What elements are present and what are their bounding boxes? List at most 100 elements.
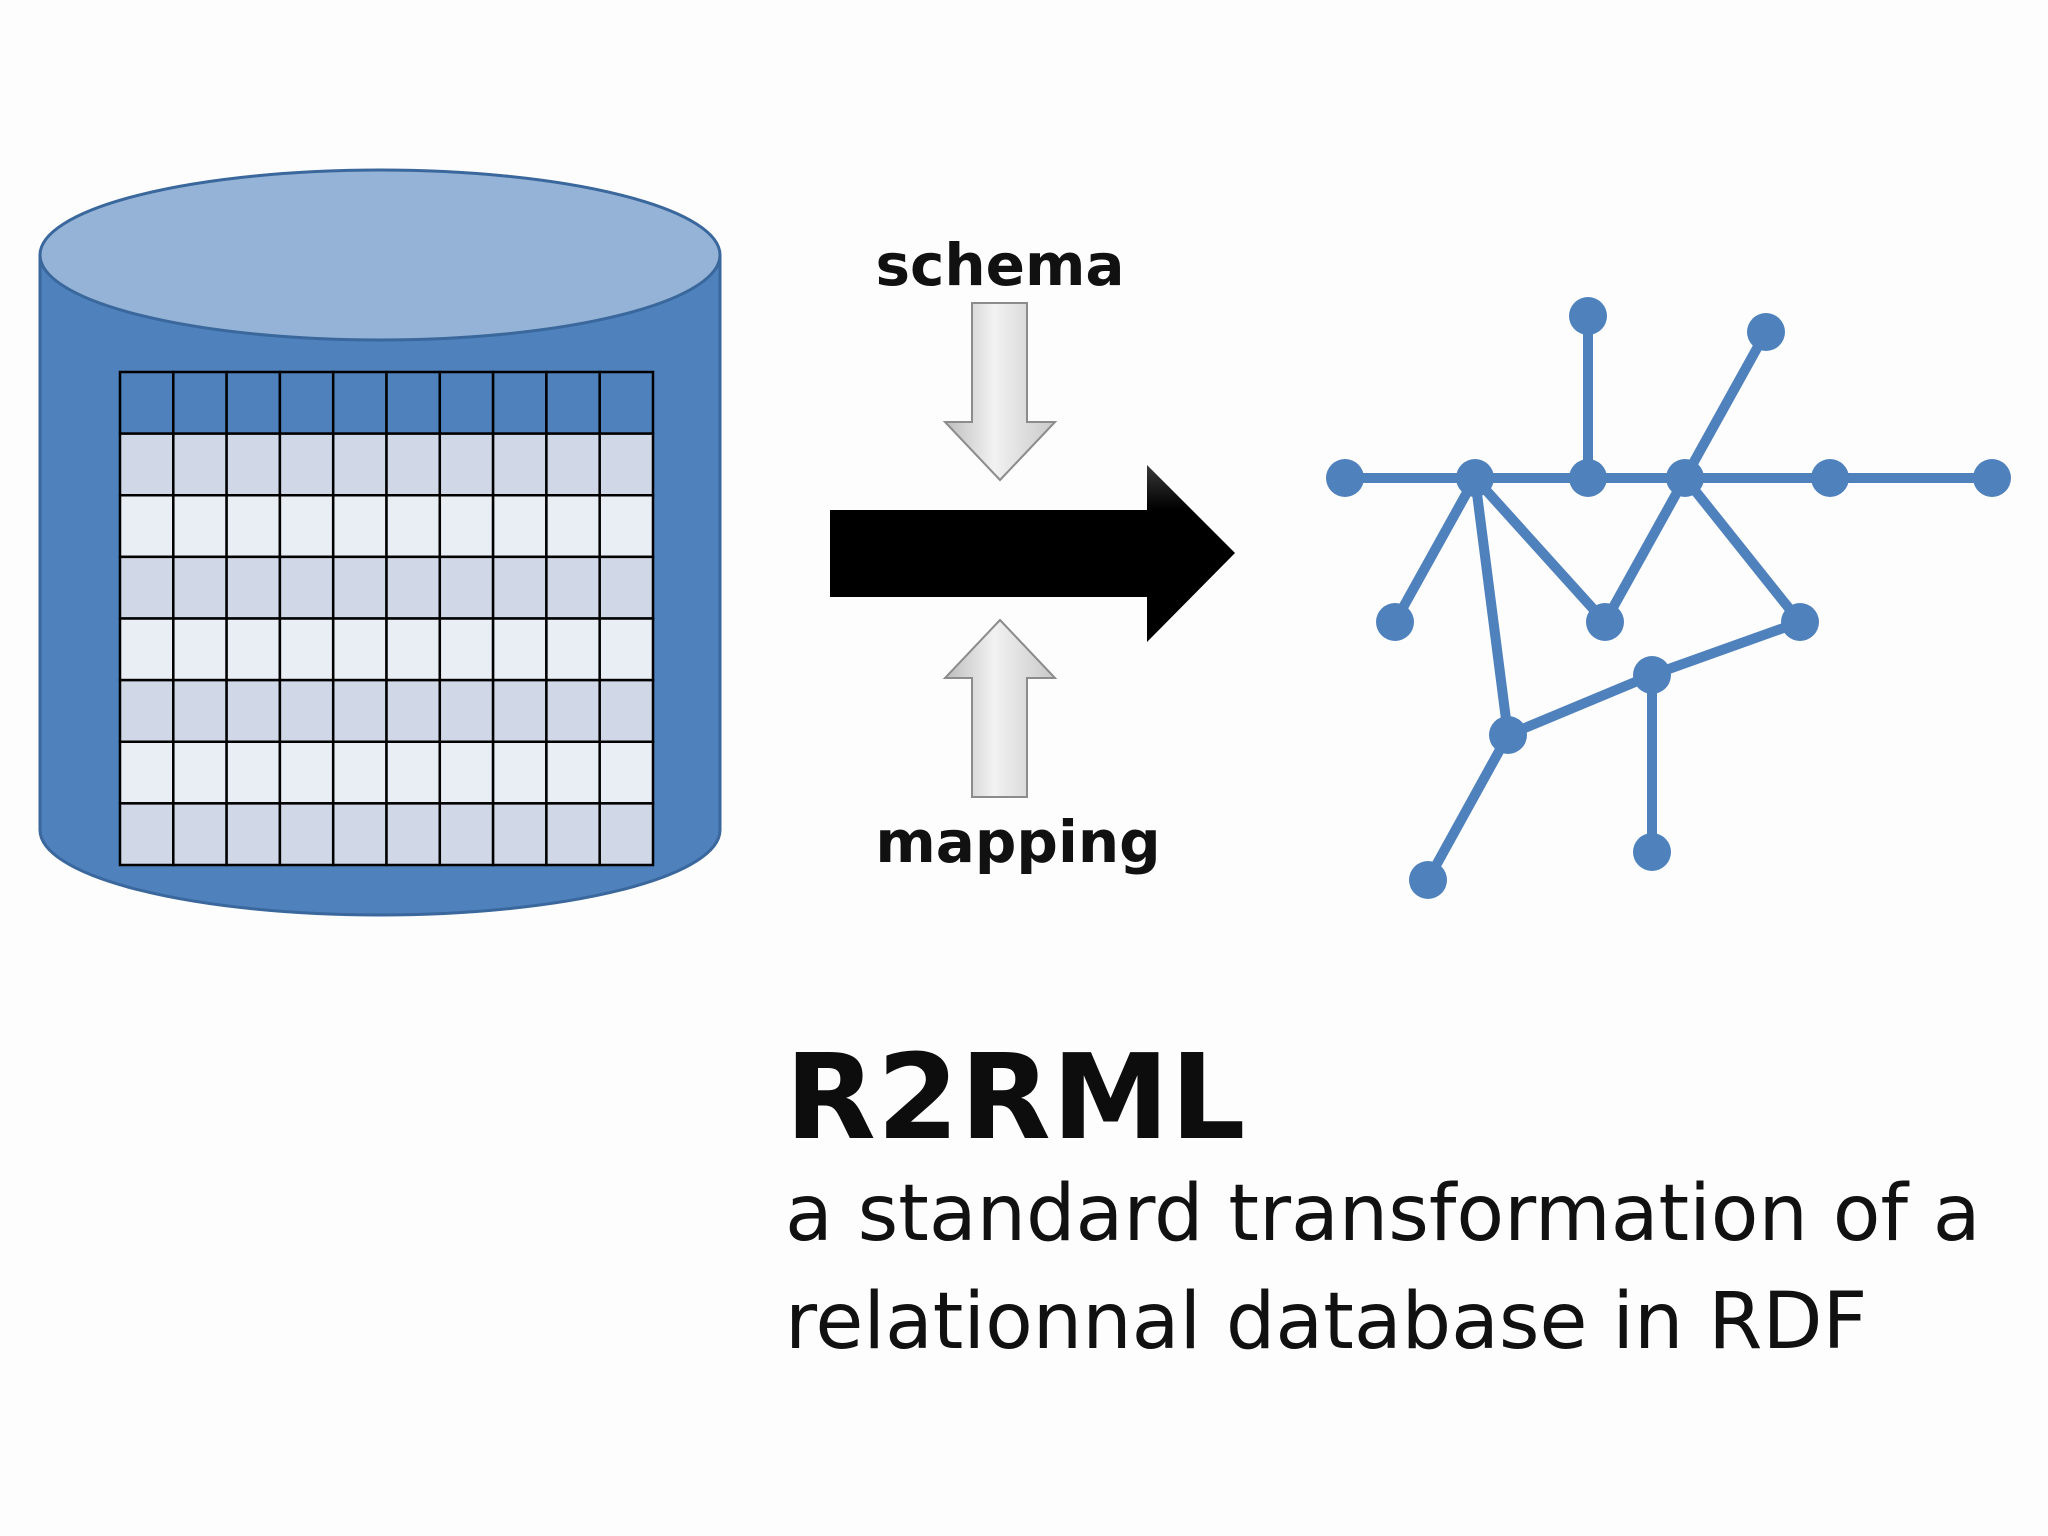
table-cell	[491, 555, 548, 620]
graph-node	[1489, 716, 1527, 754]
table-cell	[331, 555, 388, 620]
table-cell	[118, 802, 175, 867]
table-cell	[331, 678, 388, 743]
schema-arrow-icon	[942, 302, 1058, 482]
table-header-cell	[545, 370, 601, 435]
table-cell	[172, 678, 228, 743]
table-cell	[118, 740, 175, 805]
table-cell	[545, 740, 601, 805]
table-cell	[225, 494, 282, 559]
table-cell	[385, 555, 442, 620]
table-cell	[545, 432, 601, 497]
table-cell	[491, 432, 548, 497]
table-cell	[438, 802, 495, 867]
table-cell	[331, 802, 388, 867]
subtitle: a standard transformation of a relationn…	[785, 1160, 1985, 1376]
table-cell	[545, 678, 601, 743]
database-cylinder-icon	[38, 168, 722, 917]
graph-node	[1811, 459, 1849, 497]
table-cell	[545, 617, 601, 682]
table-header-cell	[278, 370, 335, 435]
table-cell	[598, 555, 655, 620]
graph-edge	[1470, 473, 1610, 627]
table-cell	[385, 678, 442, 743]
table-cell	[545, 494, 601, 559]
graph-edge	[1680, 473, 1805, 627]
graph-nodes	[1326, 297, 2011, 899]
table-cell	[545, 555, 601, 620]
table-cell	[385, 802, 442, 867]
table-cell	[545, 802, 601, 867]
table-header-cell	[331, 370, 388, 435]
table-cell	[331, 740, 388, 805]
cylinder-top	[38, 168, 722, 342]
table-cell	[438, 617, 495, 682]
table-cell	[172, 494, 228, 559]
table-cell	[118, 432, 175, 497]
mapping-label: mapping	[875, 808, 1160, 876]
table-cell	[438, 740, 495, 805]
table-cell	[278, 678, 335, 743]
transform-arrow-icon	[830, 465, 1235, 642]
table-cell	[172, 555, 228, 620]
graph-node	[1973, 459, 2011, 497]
graph-edges	[1340, 311, 1997, 885]
graph-edge	[1503, 670, 1657, 740]
table-cell	[118, 678, 175, 743]
table-cell	[172, 617, 228, 682]
table-cell	[225, 617, 282, 682]
table-cell	[118, 617, 175, 682]
table-cell	[385, 494, 442, 559]
table-cell	[225, 555, 282, 620]
schema-label: schema	[875, 231, 1124, 299]
subtitle-line-1: a standard transformation of a	[785, 1169, 1981, 1259]
graph-edge	[1647, 617, 1805, 680]
graph-node	[1633, 656, 1671, 694]
rdf-graph-icon	[1326, 297, 2011, 899]
graph-node	[1569, 297, 1607, 335]
table-cell	[438, 432, 495, 497]
graph-node	[1586, 603, 1624, 641]
table-cell	[491, 740, 548, 805]
page-title: R2RML	[785, 1028, 1247, 1166]
table-cell	[598, 678, 655, 743]
table-cell	[598, 432, 655, 497]
table-cell	[172, 740, 228, 805]
table-cell	[331, 494, 388, 559]
graph-node	[1376, 603, 1414, 641]
table-cell	[438, 494, 495, 559]
graph-node	[1326, 459, 1364, 497]
table-cell	[118, 555, 175, 620]
table-header-cell	[118, 370, 175, 435]
graph-node	[1633, 833, 1671, 871]
graph-node	[1666, 459, 1704, 497]
table-cell	[491, 802, 548, 867]
table-cell	[491, 617, 548, 682]
table-cell	[438, 555, 495, 620]
relational-table	[118, 370, 655, 867]
graph-node	[1747, 313, 1785, 351]
table-cell	[225, 802, 282, 867]
table-cell	[225, 432, 282, 497]
graph-edge	[1390, 473, 1480, 627]
table-cell	[225, 740, 282, 805]
table-cell	[385, 740, 442, 805]
table-cell	[598, 617, 655, 682]
graph-node	[1456, 459, 1494, 497]
graph-node	[1569, 459, 1607, 497]
table-cell	[278, 740, 335, 805]
mapping-arrow-icon	[942, 618, 1058, 798]
table-cell	[331, 432, 388, 497]
table-cell	[172, 802, 228, 867]
table-cell	[491, 678, 548, 743]
table-header-cell	[598, 370, 655, 435]
table-cell	[278, 617, 335, 682]
table-cell	[438, 678, 495, 743]
graph-edge	[1680, 327, 1771, 483]
table-cell	[225, 678, 282, 743]
subtitle-line-2: relationnal database in RDF	[785, 1277, 1868, 1367]
graph-node	[1781, 603, 1819, 641]
table-header-cell	[438, 370, 495, 435]
table-header-cell	[225, 370, 282, 435]
